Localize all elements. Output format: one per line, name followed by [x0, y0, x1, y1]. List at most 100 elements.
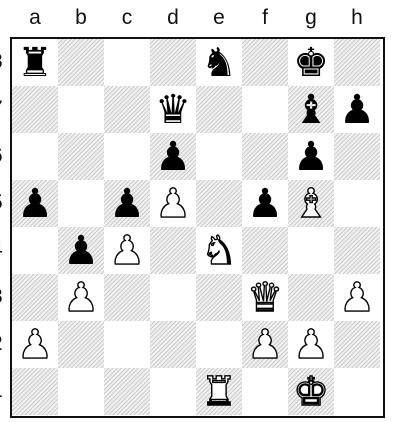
- rank-label-6: 6: [0, 133, 5, 179]
- white-pawn-icon[interactable]: ♟: [334, 274, 380, 321]
- square-b1[interactable]: [58, 368, 104, 415]
- white-pawn-icon[interactable]: ♟: [150, 180, 196, 227]
- square-h1[interactable]: [334, 368, 380, 415]
- square-d1[interactable]: [150, 368, 196, 415]
- square-d6[interactable]: ♟: [150, 133, 196, 180]
- black-king-icon[interactable]: ♚: [288, 39, 334, 86]
- square-d8[interactable]: [150, 39, 196, 86]
- square-a8[interactable]: ♜: [12, 39, 58, 86]
- white-pawn-icon[interactable]: ♟: [288, 321, 334, 368]
- square-e8[interactable]: ♞: [196, 39, 242, 86]
- rank-label-1: 1: [0, 368, 5, 414]
- square-c5[interactable]: ♟: [104, 180, 150, 227]
- square-f6[interactable]: [242, 133, 288, 180]
- square-h6[interactable]: [334, 133, 380, 180]
- black-knight-icon[interactable]: ♞: [196, 39, 242, 86]
- black-pawn-icon[interactable]: ♟: [288, 133, 334, 180]
- square-f7[interactable]: [242, 86, 288, 133]
- square-f2[interactable]: ♟: [242, 321, 288, 368]
- square-h4[interactable]: [334, 227, 380, 274]
- file-label-e: e: [196, 6, 242, 30]
- black-queen-icon[interactable]: ♛: [150, 86, 196, 133]
- white-pawn-icon[interactable]: ♟: [12, 321, 58, 368]
- square-f3[interactable]: ♛: [242, 274, 288, 321]
- file-label-f: f: [242, 6, 288, 30]
- rank-label-7: 7: [0, 86, 5, 132]
- white-knight-icon[interactable]: ♞: [196, 227, 242, 274]
- square-a3[interactable]: [12, 274, 58, 321]
- square-c7[interactable]: [104, 86, 150, 133]
- square-d3[interactable]: [150, 274, 196, 321]
- white-rook-icon[interactable]: ♜: [196, 368, 242, 415]
- square-h2[interactable]: [334, 321, 380, 368]
- square-a4[interactable]: [12, 227, 58, 274]
- square-a7[interactable]: [12, 86, 58, 133]
- black-pawn-icon[interactable]: ♟: [58, 227, 104, 274]
- white-pawn-icon[interactable]: ♟: [242, 321, 288, 368]
- black-pawn-icon[interactable]: ♟: [104, 180, 150, 227]
- square-c8[interactable]: [104, 39, 150, 86]
- square-c6[interactable]: [104, 133, 150, 180]
- square-b2[interactable]: [58, 321, 104, 368]
- square-e2[interactable]: [196, 321, 242, 368]
- square-a6[interactable]: [12, 133, 58, 180]
- white-pawn-icon[interactable]: ♟: [104, 227, 150, 274]
- square-d5[interactable]: ♟: [150, 180, 196, 227]
- black-pawn-icon[interactable]: ♟: [334, 86, 380, 133]
- square-a1[interactable]: [12, 368, 58, 415]
- square-g3[interactable]: [288, 274, 334, 321]
- black-pawn-icon[interactable]: ♟: [242, 180, 288, 227]
- square-e3[interactable]: [196, 274, 242, 321]
- white-pawn-icon[interactable]: ♟: [58, 274, 104, 321]
- square-b7[interactable]: [58, 86, 104, 133]
- square-f4[interactable]: [242, 227, 288, 274]
- square-g4[interactable]: [288, 227, 334, 274]
- file-label-h: h: [334, 6, 380, 30]
- black-rook-icon[interactable]: ♜: [12, 39, 58, 86]
- file-label-b: b: [58, 6, 104, 30]
- square-f1[interactable]: [242, 368, 288, 415]
- square-b8[interactable]: [58, 39, 104, 86]
- square-g2[interactable]: ♟: [288, 321, 334, 368]
- square-a2[interactable]: ♟: [12, 321, 58, 368]
- rank-label-3: 3: [0, 274, 5, 320]
- square-b4[interactable]: ♟: [58, 227, 104, 274]
- square-h8[interactable]: [334, 39, 380, 86]
- square-c2[interactable]: [104, 321, 150, 368]
- black-pawn-icon[interactable]: ♟: [12, 180, 58, 227]
- square-f8[interactable]: [242, 39, 288, 86]
- square-g8[interactable]: ♚: [288, 39, 334, 86]
- square-h3[interactable]: ♟: [334, 274, 380, 321]
- square-c3[interactable]: [104, 274, 150, 321]
- file-label-g: g: [288, 6, 334, 30]
- black-bishop-icon[interactable]: ♝: [288, 86, 334, 133]
- square-b5[interactable]: [58, 180, 104, 227]
- square-f5[interactable]: ♟: [242, 180, 288, 227]
- square-c4[interactable]: ♟: [104, 227, 150, 274]
- white-bishop-icon[interactable]: ♝: [288, 180, 334, 227]
- square-b6[interactable]: [58, 133, 104, 180]
- square-h5[interactable]: [334, 180, 380, 227]
- square-d7[interactable]: ♛: [150, 86, 196, 133]
- rank-label-4: 4: [0, 227, 5, 273]
- square-a5[interactable]: ♟: [12, 180, 58, 227]
- square-e7[interactable]: [196, 86, 242, 133]
- square-e5[interactable]: [196, 180, 242, 227]
- white-queen-icon[interactable]: ♛: [242, 274, 288, 321]
- square-e4[interactable]: ♞: [196, 227, 242, 274]
- rank-label-2: 2: [0, 321, 5, 367]
- square-e6[interactable]: [196, 133, 242, 180]
- square-g7[interactable]: ♝: [288, 86, 334, 133]
- square-g1[interactable]: ♚: [288, 368, 334, 415]
- square-h7[interactable]: ♟: [334, 86, 380, 133]
- square-g5[interactable]: ♝: [288, 180, 334, 227]
- square-c1[interactable]: [104, 368, 150, 415]
- black-pawn-icon[interactable]: ♟: [150, 133, 196, 180]
- square-d2[interactable]: [150, 321, 196, 368]
- square-e1[interactable]: ♜: [196, 368, 242, 415]
- square-g6[interactable]: ♟: [288, 133, 334, 180]
- square-d4[interactable]: [150, 227, 196, 274]
- white-king-icon[interactable]: ♚: [288, 368, 334, 415]
- file-label-d: d: [150, 6, 196, 30]
- square-b3[interactable]: ♟: [58, 274, 104, 321]
